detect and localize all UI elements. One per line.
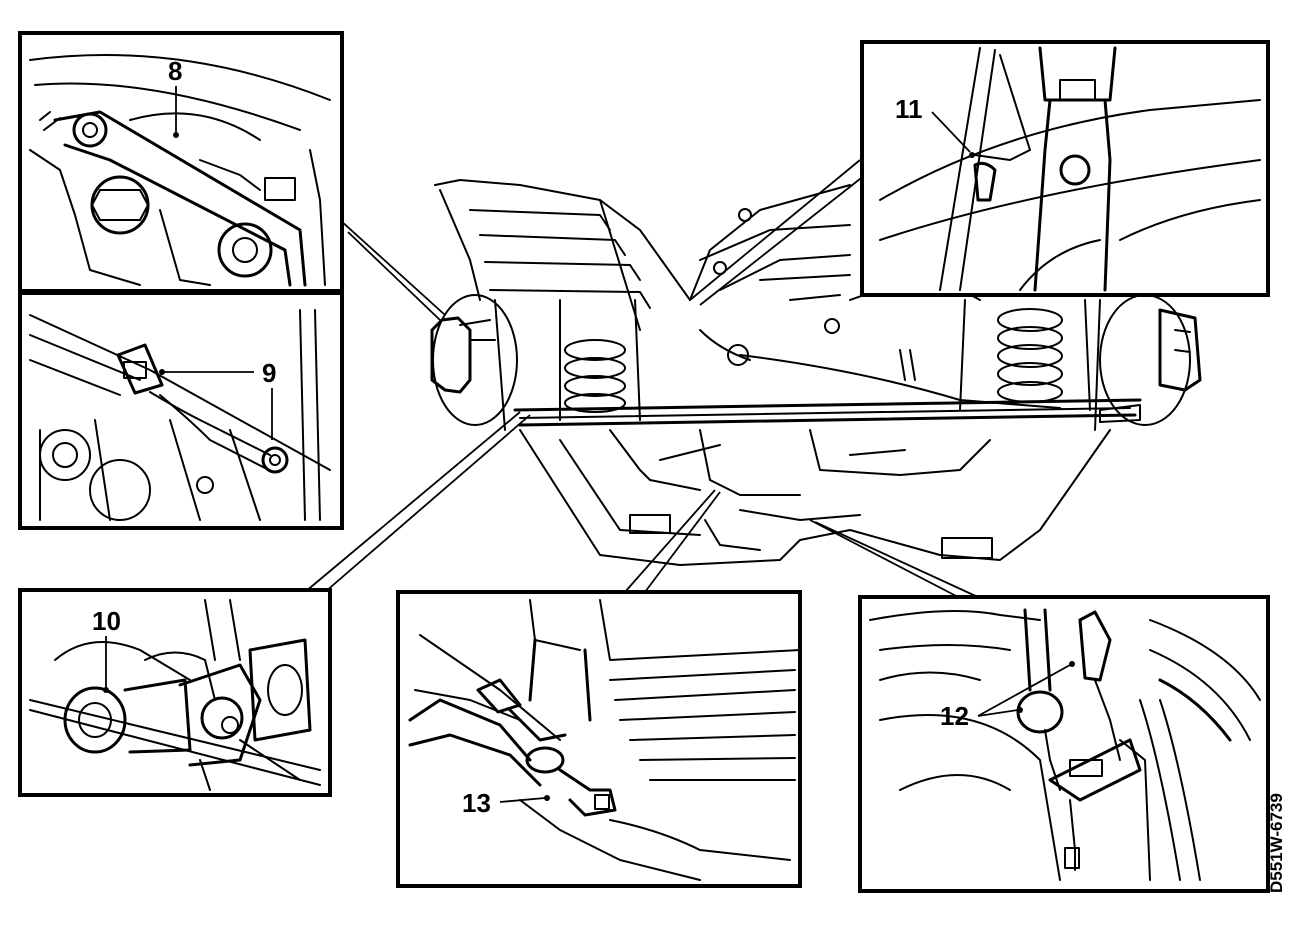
right-wheel-hub	[1094, 294, 1202, 431]
callout-9: 9	[262, 358, 276, 388]
callout-8: 8	[168, 56, 182, 86]
figure-code: D551W-6739	[1267, 793, 1286, 893]
axle-and-cables	[513, 329, 1142, 427]
callout-10: 10	[92, 606, 121, 636]
inset-panel-13: 13	[396, 590, 802, 888]
inset-panel-8: 8	[18, 31, 344, 293]
left-coil-spring	[559, 299, 641, 421]
inset-panel-10: 10	[18, 588, 332, 797]
callout-12: 12	[940, 701, 969, 731]
lower-tank-area	[519, 429, 1111, 566]
inset-panel-11: 11	[860, 40, 1270, 297]
inset-leader-lines	[304, 159, 981, 599]
callout-13: 13	[462, 788, 491, 818]
left-wheel-hub	[430, 294, 518, 431]
inset-panel-9: 9	[18, 291, 344, 530]
right-coil-spring	[959, 299, 1091, 411]
inset-panel-12: 12	[858, 595, 1270, 893]
callout-11: 11	[895, 94, 923, 124]
